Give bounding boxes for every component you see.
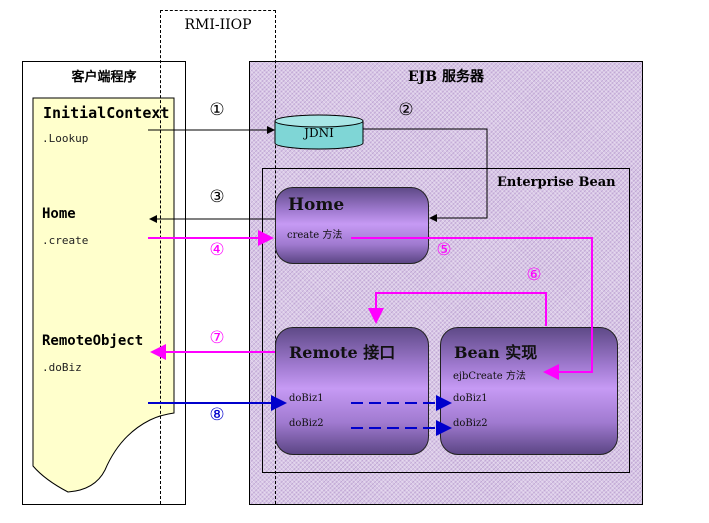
initial-context-label: InitialContext	[43, 104, 170, 122]
remote-box-title: Remote 接口	[289, 343, 396, 362]
lookup-label: .Lookup	[42, 132, 89, 145]
step-2-label: ②	[398, 100, 414, 120]
step-5-label: ⑤	[436, 240, 452, 260]
step-6-label: ⑥	[526, 265, 542, 285]
step-3-label: ③	[209, 187, 225, 207]
create-label: .create	[42, 234, 89, 247]
step-8-label: ⑧	[209, 405, 225, 425]
enterprise-bean-title: Enterprise Bean	[497, 175, 616, 190]
dobiz-label: .doBiz	[42, 361, 82, 374]
jndi-label: JDNI	[304, 126, 334, 140]
client-program-title: 客户端程序	[71, 70, 137, 85]
step-1-label: ①	[209, 100, 225, 120]
bean-box-title: Bean 实现	[454, 343, 538, 362]
step-7-label: ⑦	[209, 328, 225, 348]
rmi-iiop-column	[160, 10, 276, 504]
home-create-method: create 方法	[287, 230, 343, 241]
bean-ejbcreate-method: ejbCreate 方法	[453, 371, 526, 382]
home-label: Home	[42, 206, 76, 222]
remote-method-dobiz2: doBiz2	[289, 418, 324, 429]
rmi-iiop-title: RMI-IIOP	[184, 17, 252, 33]
remote-method-dobiz1: doBiz1	[289, 393, 324, 404]
ejb-server-title: EJB 服务器	[407, 69, 484, 85]
step-4-label: ④	[209, 240, 225, 260]
bean-method-dobiz2: doBiz2	[453, 418, 488, 429]
remote-object-label: RemoteObject	[42, 333, 144, 349]
bean-method-dobiz1: doBiz1	[453, 393, 488, 404]
home-box-title: Home	[288, 195, 345, 215]
